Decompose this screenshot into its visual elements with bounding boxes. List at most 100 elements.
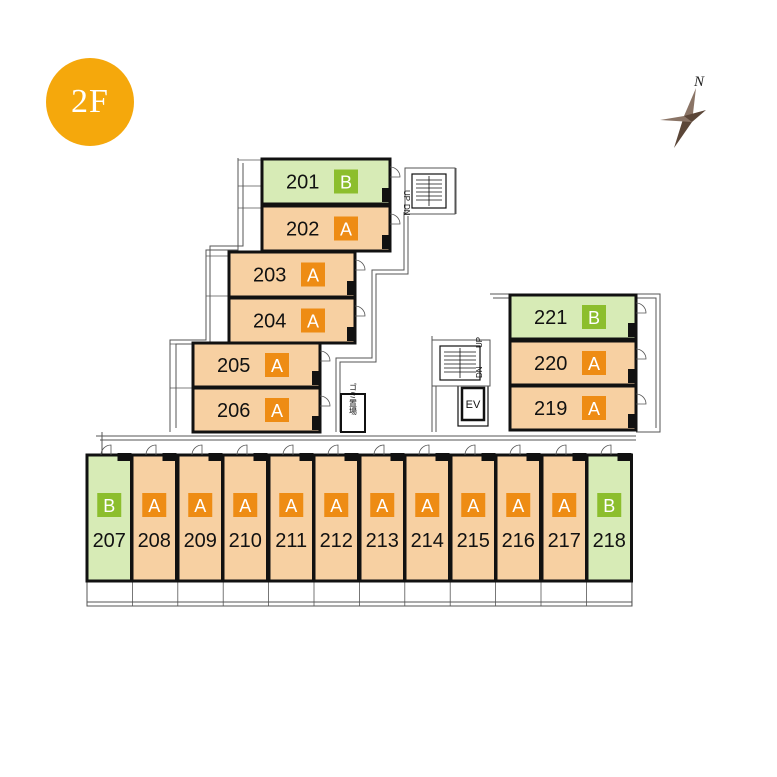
room-202-type-tag: [334, 216, 358, 241]
room-215-outline: [449, 453, 497, 583]
room-215-door-swing: [464, 444, 476, 456]
room-203-door-frame: [347, 281, 355, 295]
room-217-door-frame: [572, 453, 587, 461]
room-214-number: 214: [411, 530, 444, 552]
room-212-type-tag: [324, 493, 349, 517]
room-205-type-label: A: [271, 356, 283, 376]
room-212-outline: [312, 453, 360, 583]
room-205-type-tag: [265, 353, 289, 377]
room-218-outline: [585, 453, 633, 583]
room-205: A 205: [191, 341, 331, 389]
room-213-outline: [358, 453, 406, 583]
room-216-outline: [494, 453, 542, 583]
room-202-type-label: A: [340, 220, 352, 240]
trash-room-label: ゴミ置場: [349, 382, 358, 416]
room-209-door-frame: [208, 453, 223, 461]
rooms-layer: B201A202A203A204A205A206B207A208A209A210…: [85, 157, 647, 583]
room-202-door-frame: [382, 235, 390, 249]
elevator-label: EV: [466, 399, 481, 411]
room-207-door-swing: [100, 444, 112, 456]
room-211-type-label: A: [285, 496, 297, 516]
trash-room: ゴミ置場: [340, 382, 366, 433]
room-212-door-swing: [327, 444, 339, 456]
room-211-type-tag: [279, 493, 304, 517]
room-212-door-frame: [344, 453, 359, 461]
room-221-outline: [508, 293, 638, 341]
room-206-door-swing: [319, 395, 331, 407]
room-204-door-swing: [354, 305, 366, 317]
room-218-type-tag: [597, 493, 622, 517]
compass-icon: N: [660, 74, 706, 148]
room-210-type-tag: [233, 493, 258, 517]
room-210-door-swing: [236, 444, 248, 456]
room-211-outline: [267, 453, 315, 583]
room-213-number: 213: [366, 530, 399, 552]
room-205-number: 205: [217, 355, 250, 377]
room-213-door-frame: [390, 453, 405, 461]
room-210-door-frame: [253, 453, 268, 461]
room-221-type-tag: [582, 305, 606, 329]
room-214: A 214: [403, 444, 451, 583]
room-210-outline: [221, 453, 269, 583]
room-221-door-swing: [635, 302, 647, 314]
room-217-type-tag: [552, 493, 577, 517]
room-207-door-frame: [117, 453, 132, 461]
room-219: A 219: [508, 384, 647, 432]
room-214-outline: [403, 453, 451, 583]
room-204-number: 204: [253, 311, 286, 333]
room-205-outline: [191, 341, 322, 389]
room-206-number: 206: [217, 400, 250, 422]
room-201-type-tag: [334, 169, 358, 194]
room-220-outline: [508, 339, 638, 387]
room-209-number: 209: [184, 530, 217, 552]
room-214-door-swing: [418, 444, 430, 456]
room-204-door-frame: [347, 327, 355, 341]
room-201-door-swing: [389, 166, 401, 178]
room-204-type-tag: [301, 308, 325, 333]
room-203-door-swing: [354, 259, 366, 271]
stair-top-down-label: DN: [402, 204, 411, 216]
room-215-number: 215: [457, 530, 490, 552]
room-219-type-label: A: [588, 399, 600, 419]
room-203-outline: [227, 250, 357, 299]
room-208-door-frame: [162, 453, 177, 461]
room-209-type-tag: [188, 493, 213, 517]
room-218-door-frame: [617, 453, 632, 461]
room-206: A 206: [191, 386, 331, 434]
room-219-type-tag: [582, 396, 606, 420]
room-213-type-tag: [370, 493, 395, 517]
room-219-number: 219: [534, 398, 567, 420]
room-219-door-swing: [635, 393, 647, 405]
room-217-type-label: A: [558, 496, 570, 516]
elevator: EV: [457, 383, 489, 427]
room-203-type-tag: [301, 262, 325, 287]
room-221-number: 221: [534, 307, 567, 329]
room-220-type-label: A: [588, 354, 600, 374]
room-216-door-swing: [509, 444, 521, 456]
room-214-type-label: A: [421, 496, 433, 516]
room-218-type-label: B: [603, 496, 615, 516]
room-206-type-tag: [265, 398, 289, 422]
room-204-type-label: A: [307, 312, 319, 332]
room-209-door-swing: [191, 444, 203, 456]
room-214-door-frame: [435, 453, 450, 461]
room-219-outline: [508, 384, 638, 432]
room-213-type-label: A: [376, 496, 388, 516]
room-206-type-label: A: [271, 401, 283, 421]
room-207-type-tag: [97, 493, 122, 517]
room-213-door-swing: [373, 444, 385, 456]
room-208-outline: [130, 453, 178, 583]
room-208-door-swing: [145, 444, 157, 456]
room-210-type-label: A: [239, 496, 251, 516]
room-207-type-label: B: [103, 496, 115, 516]
